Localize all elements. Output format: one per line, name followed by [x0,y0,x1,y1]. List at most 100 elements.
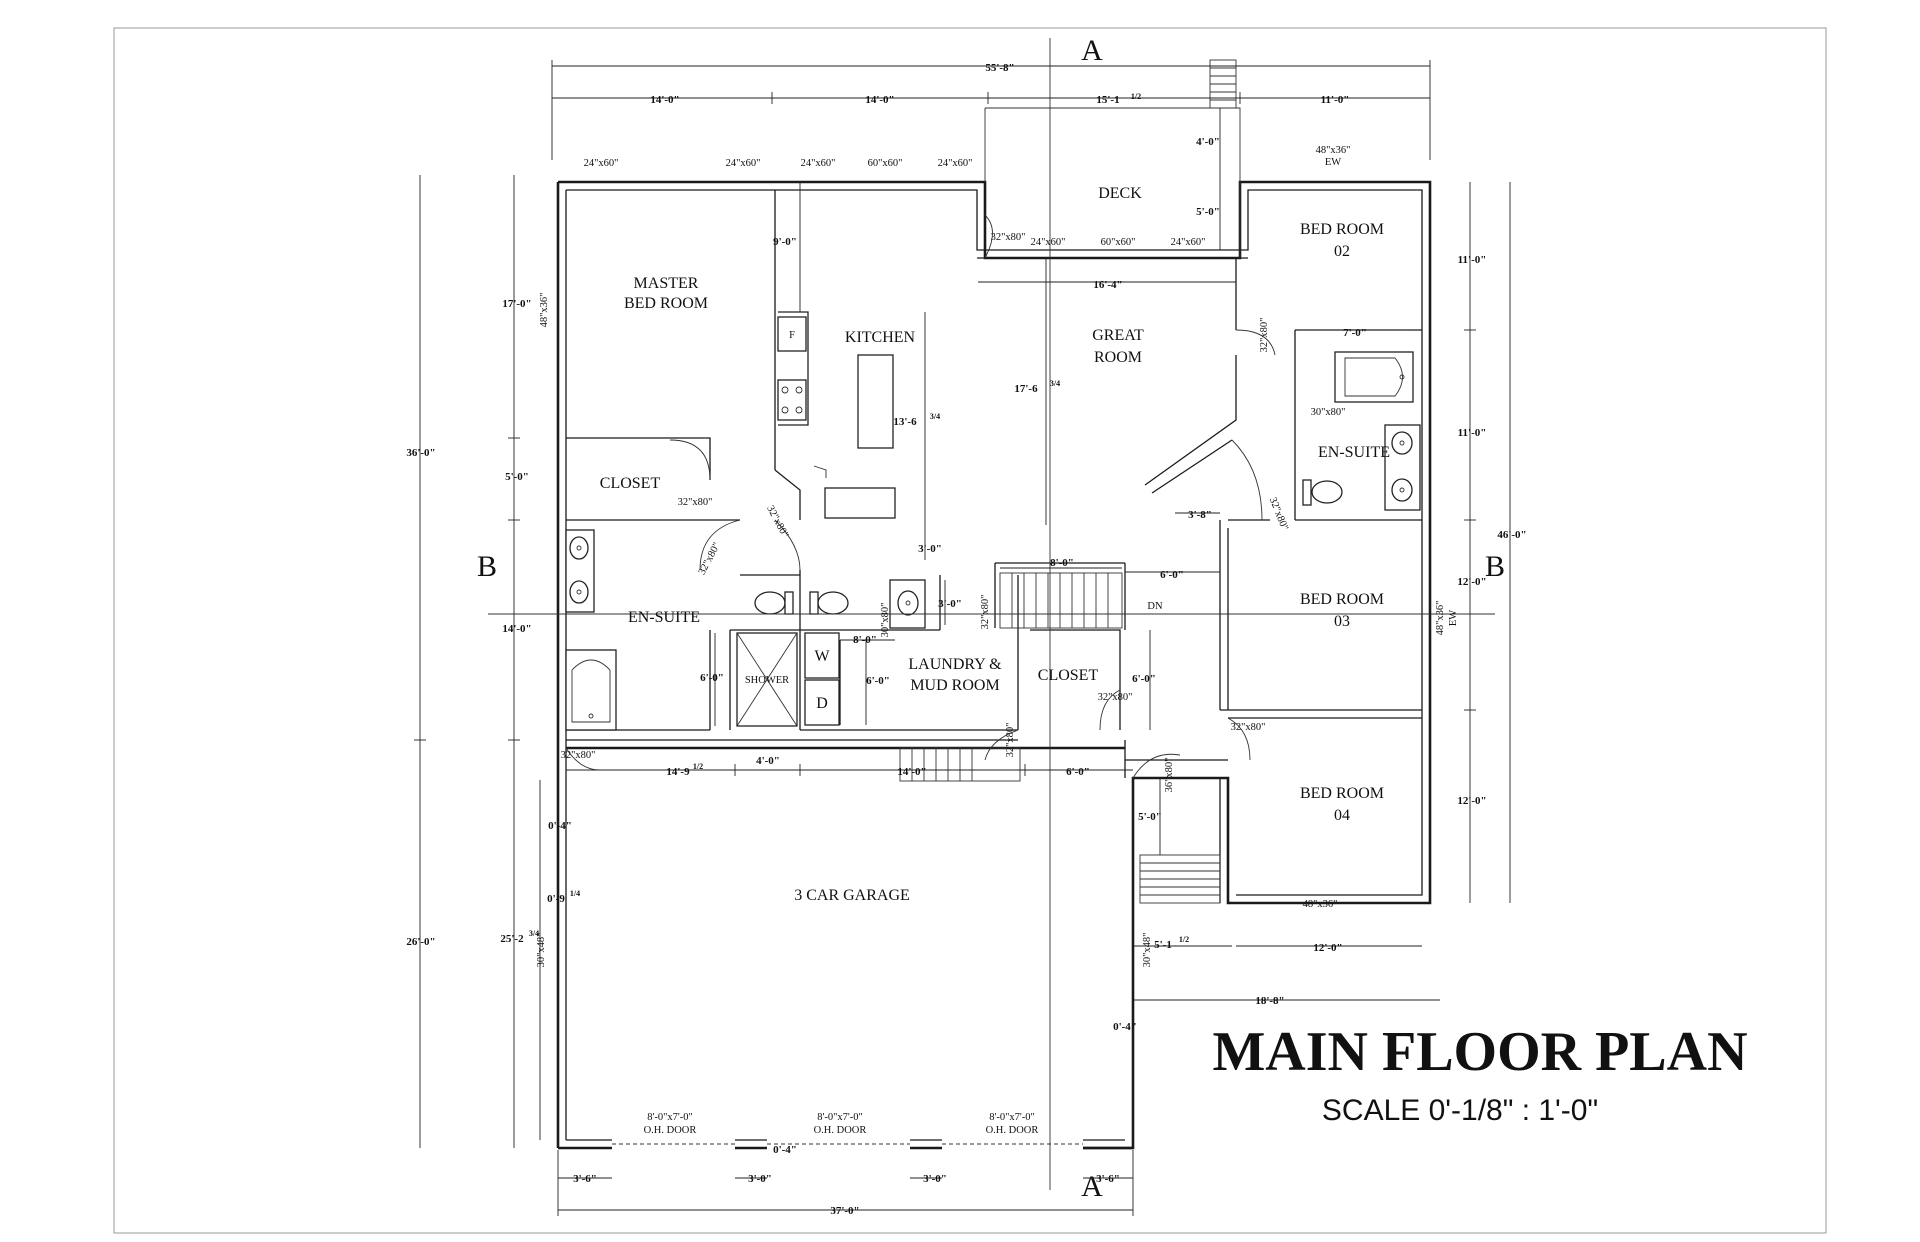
bed04-label-1: BED ROOM [1300,785,1384,802]
exterior-walls [556,107,1432,1150]
window-w4: 60"x60" [868,158,903,169]
dim-deck-5: 5'-0" [1196,206,1220,218]
kitchen-label: KITCHEN [845,329,916,346]
laundry-label-2: MUD ROOM [910,677,999,694]
window-bed03: 48"x36" [1435,601,1446,636]
dim-hall-3a: 3'-0" [918,543,942,555]
dim-bot-3-6b: 3'-6" [1096,1173,1120,1185]
window-bed03-ew: EW [1448,610,1459,626]
dim-great-16: 16'-4" [1093,279,1122,291]
door-entry: 36"x80" [1164,758,1175,793]
stove [777,379,807,421]
dim-left-25: 25'-2 [500,933,524,945]
dim-laundry-6: 6'-0" [866,675,890,687]
section-b-left: B [477,550,497,583]
window-bed02-ew: EW [1325,157,1341,168]
window-bed04: 48"x36" [1303,899,1338,910]
fixtures: F [565,59,1421,904]
master-ensuite-label: EN-SUITE [628,609,700,626]
dim-right-11a: 11'-0" [1458,254,1487,266]
dim-top-15-frac: 1/2 [1131,92,1141,101]
dim-left-36: 36'-0" [406,447,435,459]
window-deck2: 60"x60" [1101,237,1136,248]
dim-entry-5: 5'-0" [1138,811,1162,823]
dim-bed04-12: 12'-0" [1313,942,1342,954]
opening-labels: 24"x60" 24"x60" 24"x60" 60"x60" 24"x60" … [536,145,1459,1136]
great-room-label-1: GREAT [1092,327,1144,344]
oh-door-3-size: 8'-0"x7'-0" [989,1112,1035,1123]
washer-label: W [814,648,830,665]
dim-kitchen-13: 13'-6 [893,416,917,428]
master-bathtub [565,649,617,731]
dim-hall-3b: 3'-0" [938,598,962,610]
window-garage-right: 30"x48" [1142,933,1153,968]
window-w5: 24"x60" [938,158,973,169]
door-hall-closet: 32"x80" [1098,692,1133,703]
window-deck3: 24"x60" [1171,237,1206,248]
dim-garage-14-9-frac: 1/2 [693,762,703,771]
dim-garage-14: 14'-0" [897,766,926,778]
dim-bot-3-0b: 3'-0" [923,1173,947,1185]
dim-bath-7: 7'-0" [1343,327,1367,339]
dim-bot-3-0a: 3'-0" [748,1173,772,1185]
oh-door-3-label: O.H. DOOR [986,1125,1039,1136]
dim-top-15: 15'-1 [1096,94,1119,106]
dim-left-26: 26'-0" [406,936,435,948]
garage-stairs [899,747,1021,782]
dim-great-17: 17'-6 [1014,383,1038,395]
stair-down-label: DN [1147,601,1163,612]
dim-right-46: 46'-0" [1497,529,1526,541]
hall-closet-label: CLOSET [1038,667,1099,684]
dim-stair-8: 8'-0" [1050,557,1074,569]
dim-top-14a: 14'-0" [650,94,679,106]
room-labels: MASTER BED ROOM KITCHEN GREAT ROOM DECK … [600,185,1390,904]
bed03-label-1: BED ROOM [1300,591,1384,608]
dim-top-11: 11'-0" [1321,94,1350,106]
dim-hall-6: 6'-0" [1160,569,1184,581]
kitchen-counter-lower [824,487,896,519]
dim-garage-0-4b: 0'-4" [773,1144,797,1156]
dimension-text: 55'-8" 14'-0" 14'-0" 15'-1 1/2 11'-0" 4'… [406,62,1526,1217]
deck-stairs [1209,59,1237,109]
dim-right-11b: 11'-0" [1458,427,1487,439]
entry-stairs [1139,854,1221,904]
laundry-label-1: LAUNDRY & [908,656,1002,673]
window-garage-left: 30"x48" [536,933,547,968]
window-w3: 24"x60" [801,158,836,169]
deck-label: DECK [1098,185,1142,202]
dim-entry-5-1-frac: 1/2 [1179,935,1189,944]
door-stair: 32"x80" [980,595,991,630]
dim-left-0-4: 0'-4" [548,820,572,832]
dim-kitchen-13-frac: 3/4 [930,412,940,421]
dimension-lines [414,60,1511,1216]
dryer-label: D [816,695,828,712]
door-wc: 30"x80" [880,603,891,638]
oh-door-2-size: 8'-0"x7'-0" [817,1112,863,1123]
door-ensuite: 32"x80" [1267,496,1290,532]
door-deck: 32"x80" [991,232,1026,243]
interior-walls [566,190,1422,903]
oh-door-1-size: 8'-0"x7'-0" [647,1112,693,1123]
window-w2: 24"x60" [726,158,761,169]
washer [804,632,840,679]
dim-shower-6: 6'-0" [700,672,724,684]
plan-scale: SCALE 0'-1/8" : 1'-0" [1322,1094,1598,1127]
bed02-label-2: 02 [1334,243,1350,260]
bed02-bathtub [1334,351,1414,403]
dim-bot-3-6a: 3'-6" [573,1173,597,1185]
dim-bot-37: 37'-0" [830,1205,859,1217]
dim-left-0-9-frac: 1/4 [570,889,580,898]
window-deck1: 24"x60" [1031,237,1066,248]
bed02-label-1: BED ROOM [1300,221,1384,238]
dim-left-0-9: 0'-9 [547,893,565,905]
dim-hall-3-8: 3'-8" [1188,509,1212,521]
plan-title: MAIN FLOOR PLAN [1212,1021,1747,1083]
dim-right-12a: 12'-0" [1457,576,1486,588]
dim-top-14b: 14'-0" [865,94,894,106]
dim-garage-0-4a: 0'-4" [1113,1021,1137,1033]
dim-deck-4: 4'-0" [1196,136,1220,148]
bed03-label-2: 03 [1334,613,1350,630]
section-a-top: A [1081,34,1103,67]
